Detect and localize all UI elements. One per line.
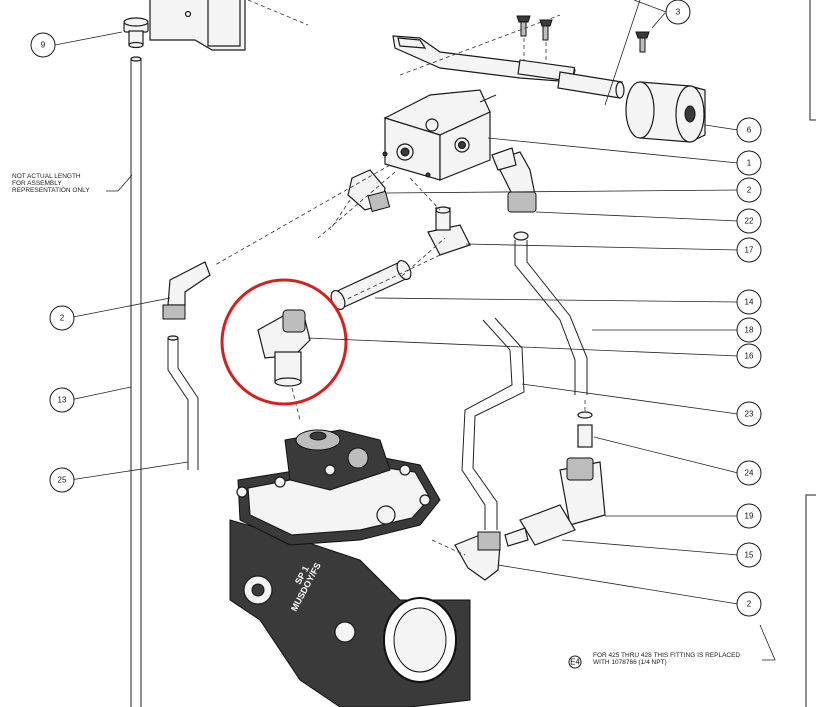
callout-label: 2	[747, 600, 752, 609]
fitting-24	[577, 400, 593, 448]
lever-arm-3	[392, 35, 625, 99]
controller-block-1	[382, 89, 497, 181]
tube-13	[130, 56, 142, 707]
tee-fitting-17	[427, 206, 471, 256]
callout-25: 25	[49, 467, 75, 493]
callout-2-left: 2	[49, 305, 75, 331]
callout-24: 24	[736, 460, 762, 486]
assembly-centerlines	[214, 0, 561, 556]
length-note-line-1: NOT ACTUAL LENGTH	[12, 173, 81, 180]
callout-label: 25	[58, 476, 67, 485]
callout-23: 23	[736, 401, 762, 427]
callout-label: 14	[745, 298, 754, 307]
weight-cylinder-6	[625, 81, 706, 143]
callout-label: 2	[747, 186, 752, 195]
nipple-14	[330, 259, 412, 311]
callout-label: 19	[745, 512, 754, 521]
tube-25	[167, 335, 199, 470]
callout-label: 24	[745, 469, 754, 478]
callout-14: 14	[736, 289, 762, 315]
length-note-line-2: FOR ASSEMBLY	[12, 180, 62, 187]
callout-22: 22	[736, 208, 762, 234]
fitting-note: E4 FOR 425 THRU 428 THIS FITTING IS REPL…	[568, 624, 776, 669]
callout-label: 23	[745, 410, 754, 419]
elbow-fitting-16	[257, 309, 311, 421]
callout-19: 19	[736, 503, 762, 529]
callout-9: 9	[30, 32, 56, 58]
highlight-circle	[220, 278, 348, 406]
callout-1: 1	[736, 150, 762, 176]
elbow-fitting-2-bottom	[454, 531, 501, 581]
tube-18	[513, 231, 588, 395]
callout-label: 15	[745, 551, 754, 560]
callout-16: 16	[736, 343, 762, 369]
elbow-fitting-2-mid	[329, 169, 391, 231]
elbow-fitting-2-left	[162, 261, 211, 320]
frame-border-bottom-right	[805, 494, 816, 707]
mounting-bracket	[149, 0, 246, 51]
callout-label: 2	[60, 314, 65, 323]
callout-label: 3	[676, 8, 681, 17]
callout-2-bottom: 2	[736, 591, 762, 617]
valve-assembly-19	[504, 457, 606, 547]
callout-label: 13	[58, 396, 67, 405]
callout-label: 9	[41, 41, 46, 50]
callout-6: 6	[736, 117, 762, 143]
cap-9	[123, 17, 149, 49]
leader-lines	[54, 0, 739, 605]
screws	[516, 15, 650, 62]
fitting-note-line-1: FOR 425 THRU 428 THIS FITTING IS REPLACE…	[593, 652, 740, 659]
elbow-fitting-22	[491, 147, 537, 213]
callout-label: 17	[745, 246, 754, 255]
fitting-note-tag: E4	[570, 658, 580, 667]
callout-18: 18	[736, 317, 762, 343]
frame-border-top-right	[809, 0, 816, 121]
callout-3: 3	[665, 0, 691, 25]
callout-label: 22	[745, 217, 754, 226]
callout-17: 17	[736, 237, 762, 263]
callout-13: 13	[49, 387, 75, 413]
tube-23	[461, 317, 525, 530]
fitting-note-line-2: WITH 1078766 (1/4 NPT)	[593, 659, 667, 666]
callout-label: 6	[747, 126, 752, 135]
length-note: NOT ACTUAL LENGTH FOR ASSEMBLY REPRESENT…	[12, 173, 133, 194]
callout-2-mid: 2	[736, 177, 762, 203]
callout-label: 18	[745, 326, 754, 335]
main-valve-body: SP 1 MUSDOY/FS	[229, 429, 471, 707]
callout-label: 1	[747, 159, 752, 168]
callout-15: 15	[736, 542, 762, 568]
callout-label: 16	[745, 352, 754, 361]
length-note-line-3: REPRESENTATION ONLY	[12, 187, 90, 194]
